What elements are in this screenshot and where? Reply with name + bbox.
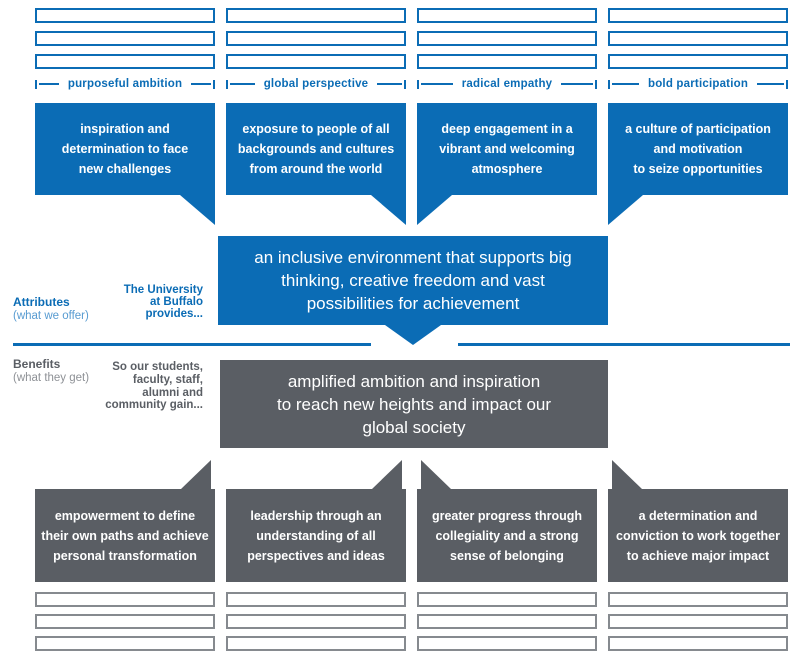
bracket-line [612,83,639,85]
attributes-label-text: Attributes [13,295,70,309]
benefit-bubble: greater progress through collegiality an… [417,460,597,582]
pillar-column-4-top: bold participation [608,8,789,91]
pillar-label: purposeful ambition [67,78,183,90]
attribute-proof-slot [35,8,215,23]
bracket-line [757,83,785,85]
bracket-line [39,83,59,85]
attribute-proof-slot [417,31,597,46]
attribute-bubble: a culture of participation and motivatio… [608,103,788,225]
bracket-tick-icon [595,79,598,89]
attributes-row-label: Attributes (what we offer) [13,296,153,322]
benefit-bubble-text: leadership through an understanding of a… [247,508,385,563]
attribute-bubble: deep engagement in a vibrant and welcomi… [417,103,597,225]
speech-tail [180,195,215,225]
bracket-line [561,83,594,85]
attribute-proof-slot [226,31,406,46]
attribute-proof-slot [417,54,597,69]
speech-tail [181,460,211,489]
attribute-bubble-text: inspiration and determination to face ne… [61,122,189,176]
attributes-summary-text: an inclusive environment that supports b… [254,248,572,313]
attribute-bubble-text: exposure to people of all backgrounds an… [237,122,395,176]
benefits-sublabel-text: (what they get) [13,372,90,384]
pillar-bracket: bold participation [608,77,789,91]
benefit-bubble: a determination and conviction to work t… [608,460,788,582]
attribute-proof-slot [35,31,215,46]
benefit-bubble-text: a determination and conviction to work t… [616,508,780,563]
benefit-bubble-text: empowerment to define their own paths an… [41,508,209,563]
divider-line-right [458,343,790,346]
bracket-line [377,83,402,85]
benefit-bubble: leadership through an understanding of a… [226,460,406,582]
attributes-summary-box: an inclusive environment that supports b… [218,236,608,345]
benefit-proof-slot [35,592,215,607]
benefit-proof-slot [35,636,215,651]
attribute-proof-slot [226,8,406,23]
attribute-proof-slot [417,8,597,23]
benefits-label-text: Benefits [13,357,61,371]
attribute-bubble-text: a culture of participation and motivatio… [625,122,771,176]
attribute-proof-slot [226,54,406,69]
attributes-lead-in: The University at Buffalo provides... [123,284,203,320]
pillar-bracket: global perspective [226,77,406,91]
attribute-proof-slot [35,54,215,69]
benefit-proof-slot [226,614,406,629]
benefit-proof-slot [608,614,788,629]
benefit-proof-slot [226,592,406,607]
pillar-column-4-bottom [608,592,788,658]
speech-tail [417,195,452,225]
attribute-proof-slot [608,8,788,23]
benefit-proof-slot [226,636,406,651]
attribute-bubble-text: deep engagement in a vibrant and welcomi… [439,122,575,176]
benefits-lead-in: So our students, faculty, staff, alumni … [105,361,203,412]
bracket-line [230,83,255,85]
pillar-column-2-top: global perspective [226,8,406,91]
bracket-line [191,83,212,85]
speech-tail [371,195,406,225]
benefits-summary-text: amplified ambition and inspiration to re… [276,371,552,437]
attribute-bubble: exposure to people of all backgrounds an… [226,103,406,225]
benefit-proof-slot [35,614,215,629]
benefit-bubble-text: greater progress through collegiality an… [431,508,583,563]
pillar-label: global perspective [263,78,369,90]
benefit-proof-slot [608,636,788,651]
benefit-proof-slot [417,592,597,607]
benefit-bubble: empowerment to define their own paths an… [35,460,215,582]
benefit-proof-slot [608,592,788,607]
pillar-column-1-top: purposeful ambition [35,8,216,91]
speech-tail [385,325,441,345]
bracket-line [421,83,453,85]
speech-tail [372,460,402,489]
speech-tail [608,195,643,225]
attribute-proof-slot [608,31,788,46]
pillar-column-3-top: radical empathy [417,8,598,91]
speech-tail [612,460,642,489]
attributes-sublabel-text: (what we offer) [13,310,89,322]
attribute-bubble: inspiration and determination to face ne… [35,103,215,225]
pillar-label: bold participation [647,78,749,90]
bracket-tick-icon [404,79,406,89]
pillar-label: radical empathy [461,78,553,90]
bracket-tick-icon [213,79,216,89]
bracket-tick-icon [608,79,610,89]
pillar-column-2-bottom [226,592,406,658]
benefits-row-label: Benefits (what they get) [13,358,153,384]
attribute-proof-slot [608,54,788,69]
pillar-bracket: purposeful ambition [35,77,216,91]
bracket-tick-icon [417,79,419,89]
bracket-tick-icon [786,79,789,89]
speech-tail [421,460,451,489]
benefits-summary-box: amplified ambition and inspiration to re… [220,360,608,448]
benefit-proof-slot [417,614,597,629]
pillar-column-1-bottom [35,592,215,658]
bracket-tick-icon [226,79,228,89]
pillar-bracket: radical empathy [417,77,598,91]
divider-line-left [13,343,371,346]
benefit-proof-slot [417,636,597,651]
pillar-column-3-bottom [417,592,597,658]
bracket-tick-icon [35,79,37,89]
